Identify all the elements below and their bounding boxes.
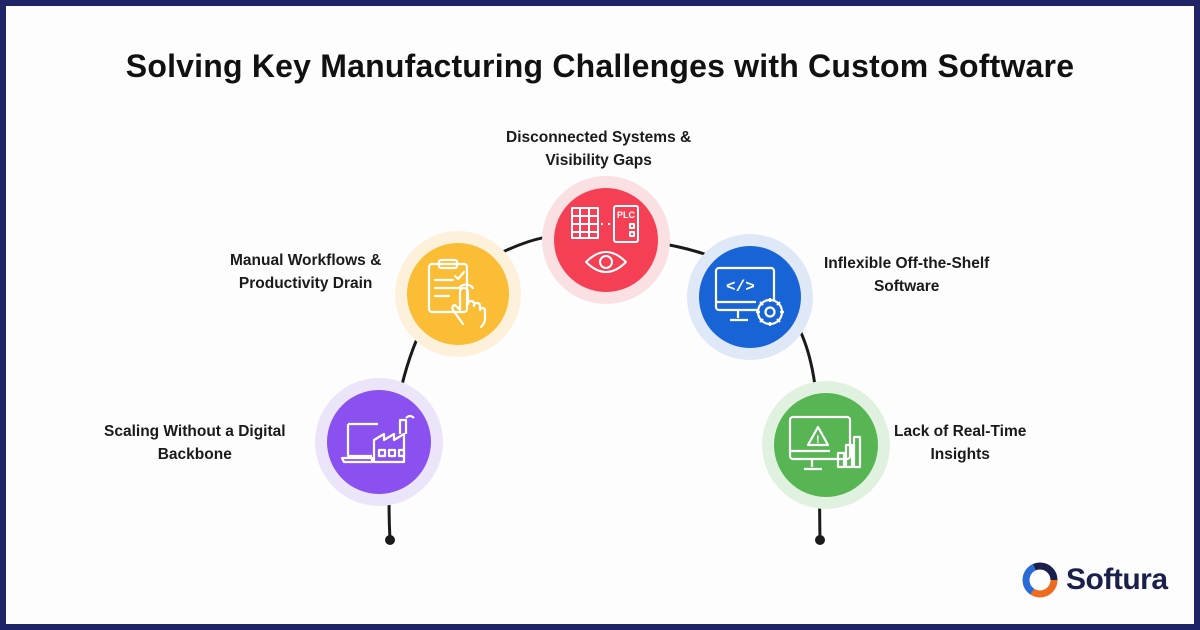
alert-symbol: ! — [816, 434, 820, 446]
code-symbol: </> — [726, 278, 755, 296]
node-core: ! — [774, 393, 878, 497]
node-core: PLC — [554, 188, 658, 292]
node-inflexible: </> — [687, 234, 813, 360]
node-lack: ! — [762, 381, 890, 509]
node-core — [327, 390, 431, 494]
infographic-canvas: Solving Key Manufacturing Challenges wit… — [6, 6, 1194, 624]
right-endpoint-dot — [815, 535, 825, 545]
monitor-alert-chart-icon: ! — [788, 415, 862, 471]
node-scaling — [315, 378, 443, 506]
node-core: </> — [699, 246, 801, 348]
node-core — [407, 243, 509, 345]
monitor-code-gear-icon: </> — [714, 266, 784, 326]
softura-ring-icon — [1022, 562, 1058, 598]
label-disconnected: Disconnected Systems & Visibility Gaps — [506, 129, 692, 169]
label-lack: Lack of Real-Time Insights — [894, 423, 1027, 463]
page-title: Solving Key Manufacturing Challenges wit… — [125, 48, 1075, 84]
clipboard-touch-icon — [427, 258, 487, 329]
node-manual — [395, 231, 521, 357]
plc-eye-icon: PLC — [571, 205, 639, 273]
label-manual: Manual Workflows & Productivity Drain — [230, 252, 382, 292]
connector-arcs — [385, 233, 825, 545]
left-endpoint-dot — [385, 535, 395, 545]
laptop-factory-icon — [340, 414, 415, 464]
label-scaling: Scaling Without a Digital Backbone — [104, 423, 286, 463]
node-disconnected: PLC — [542, 176, 670, 304]
plc-text: PLC — [617, 210, 636, 220]
label-inflexible: Inflexible Off-the-Shelf Software — [824, 255, 990, 295]
logo-wordmark: Softura — [1066, 563, 1168, 596]
softura-logo: Softura — [1020, 560, 1168, 600]
